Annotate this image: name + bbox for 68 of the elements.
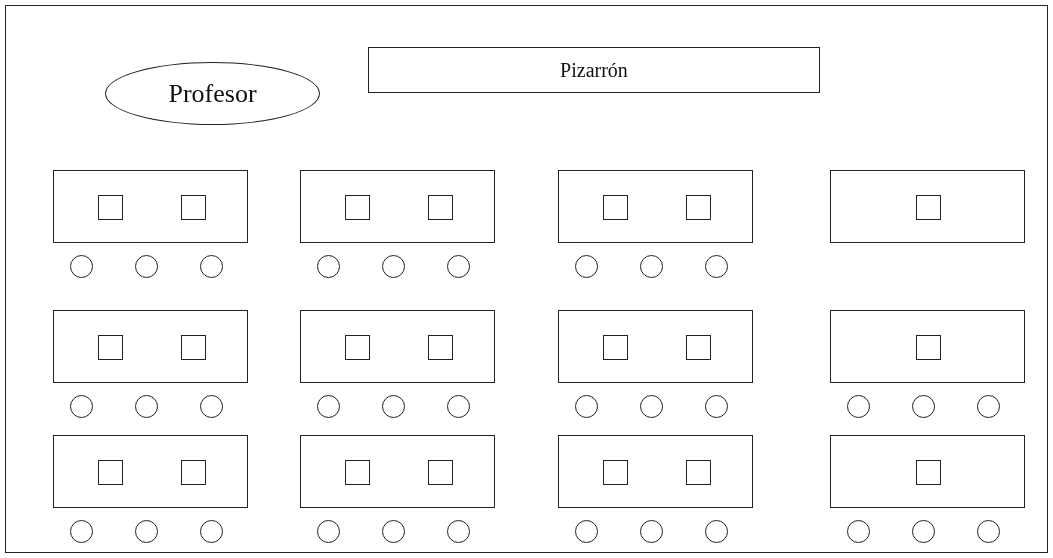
chair	[135, 395, 158, 418]
chair	[447, 520, 470, 543]
chair	[640, 520, 663, 543]
chair	[317, 395, 340, 418]
chair	[640, 395, 663, 418]
desk	[300, 170, 495, 243]
chair	[200, 255, 223, 278]
teacher-ellipse: Profesor	[105, 62, 320, 125]
workstation	[345, 335, 370, 360]
workstation	[603, 335, 628, 360]
workstation	[603, 195, 628, 220]
chair	[200, 395, 223, 418]
chair	[977, 520, 1000, 543]
chair	[200, 520, 223, 543]
desk	[830, 170, 1025, 243]
desk	[300, 435, 495, 508]
workstation	[686, 460, 711, 485]
desk	[558, 170, 753, 243]
workstation	[98, 460, 123, 485]
chair	[135, 520, 158, 543]
chair	[447, 395, 470, 418]
chair	[912, 395, 935, 418]
chair	[382, 520, 405, 543]
chair	[847, 395, 870, 418]
chair	[317, 520, 340, 543]
chair	[382, 395, 405, 418]
workstation	[686, 195, 711, 220]
workstation	[916, 335, 941, 360]
desk	[558, 435, 753, 508]
chair	[70, 520, 93, 543]
desk	[830, 310, 1025, 383]
chair	[575, 255, 598, 278]
desk	[558, 310, 753, 383]
desk	[300, 310, 495, 383]
chair	[317, 255, 340, 278]
chair	[705, 255, 728, 278]
desk	[830, 435, 1025, 508]
workstation	[98, 335, 123, 360]
workstation	[603, 460, 628, 485]
desk	[53, 170, 248, 243]
desk	[53, 310, 248, 383]
chair	[847, 520, 870, 543]
workstation	[428, 460, 453, 485]
workstation	[181, 460, 206, 485]
chair	[135, 255, 158, 278]
chair	[447, 255, 470, 278]
workstation	[181, 335, 206, 360]
chair	[977, 395, 1000, 418]
desk	[53, 435, 248, 508]
chair	[575, 395, 598, 418]
chair	[575, 520, 598, 543]
chair	[705, 395, 728, 418]
chair	[912, 520, 935, 543]
workstation	[98, 195, 123, 220]
chair	[70, 395, 93, 418]
chair	[705, 520, 728, 543]
whiteboard: Pizarrón	[368, 47, 820, 93]
workstation	[686, 335, 711, 360]
workstation	[345, 195, 370, 220]
workstation	[428, 195, 453, 220]
workstation	[181, 195, 206, 220]
chair	[382, 255, 405, 278]
chair	[640, 255, 663, 278]
workstation	[916, 195, 941, 220]
workstation	[345, 460, 370, 485]
workstation	[916, 460, 941, 485]
workstation	[428, 335, 453, 360]
chair	[70, 255, 93, 278]
